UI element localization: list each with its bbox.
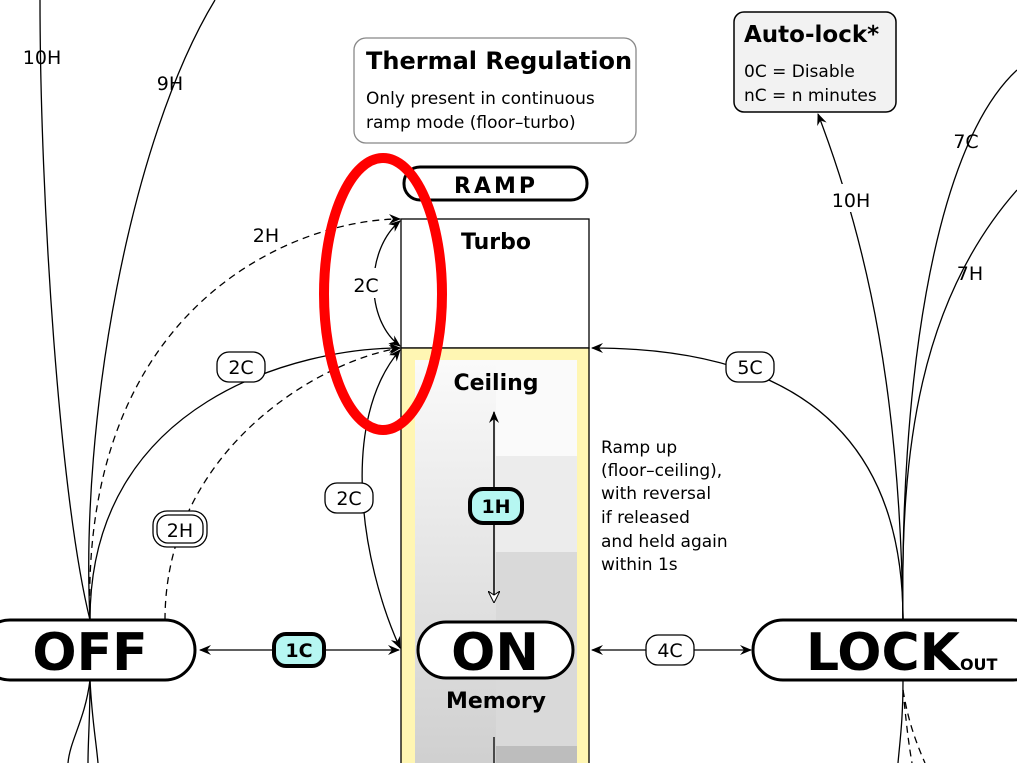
memory-label: Memory [446, 689, 546, 714]
ramp-note-line: within 1s [601, 555, 678, 575]
thermal-title: Thermal Regulation [366, 47, 632, 75]
red-highlight-annotation [319, 153, 447, 435]
connector-lines [39, 0, 1017, 763]
action-off-10h: 10H [23, 47, 61, 69]
on-label: ON [451, 623, 539, 683]
action-lock-autolock-10h: 10H [832, 190, 870, 212]
action-lock-7c: 7C [953, 131, 978, 153]
action-ramp-1h: 1H [481, 496, 510, 518]
autolock-line2: nC = n minutes [744, 86, 877, 106]
action-off-on-1c: 1C [285, 640, 312, 662]
ceiling-label: Ceiling [453, 371, 538, 396]
state-off[interactable]: OFF [0, 618, 197, 683]
action-on-lock-4c: 4C [657, 640, 682, 662]
lock-label: LOCKOUT [806, 623, 998, 683]
autolock-line1: 0C = Disable [744, 62, 855, 82]
ramp-note-line: (floor–ceiling), [601, 461, 722, 481]
thermal-line1: Only present in continuous [366, 89, 595, 109]
action-lock-7h: 7H [957, 263, 983, 285]
autolock-title: Auto-lock* [744, 22, 879, 48]
action-off-ceiling-2h: 2H [167, 520, 193, 542]
thermal-regulation-note: Thermal Regulation Only present in conti… [353, 37, 637, 144]
turbo-label: Turbo [461, 230, 531, 255]
action-off-ceiling-2c: 2C [228, 357, 253, 379]
autolock-note: Auto-lock* 0C = Disable nC = n minutes [733, 11, 897, 113]
action-off-9h: 9H [157, 73, 183, 95]
action-off-turbo-2h: 2H [253, 225, 279, 247]
action-labels: 10H 9H 2H 2C 2C 2C 2H 5C 4C 1C 1H 10H 7C… [23, 47, 983, 668]
state-on[interactable]: ON [416, 620, 575, 683]
turbo-block[interactable] [400, 218, 590, 349]
off-label: OFF [32, 623, 147, 683]
action-ceiling-turbo-2c: 2C [353, 275, 378, 297]
ramp-note-line: if released [601, 508, 690, 528]
ramp-note-line: and held again [601, 532, 728, 552]
ramp-note-line: Ramp up [601, 438, 677, 458]
state-lockout[interactable]: LOCKOUT [751, 618, 1017, 683]
ramp-note: Ramp up (floor–ceiling), with reversal i… [601, 438, 728, 575]
action-on-ceiling-2c: 2C [336, 488, 361, 510]
action-lock-ceiling-5c: 5C [737, 357, 762, 379]
thermal-line2: ramp mode (floor–turbo) [366, 113, 576, 133]
ramp-note-line: with reversal [601, 484, 711, 504]
ramp-label: RAMP [454, 174, 538, 199]
